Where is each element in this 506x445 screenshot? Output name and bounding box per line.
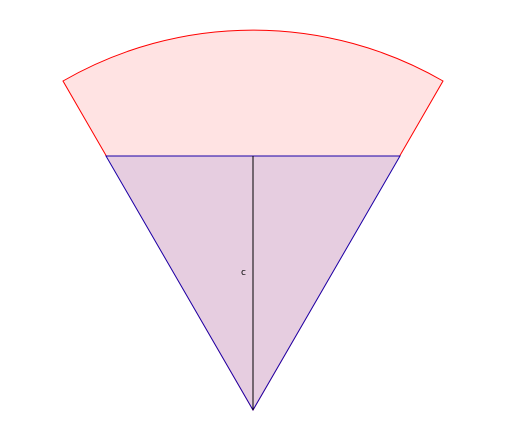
altitude-label: c xyxy=(241,268,246,278)
